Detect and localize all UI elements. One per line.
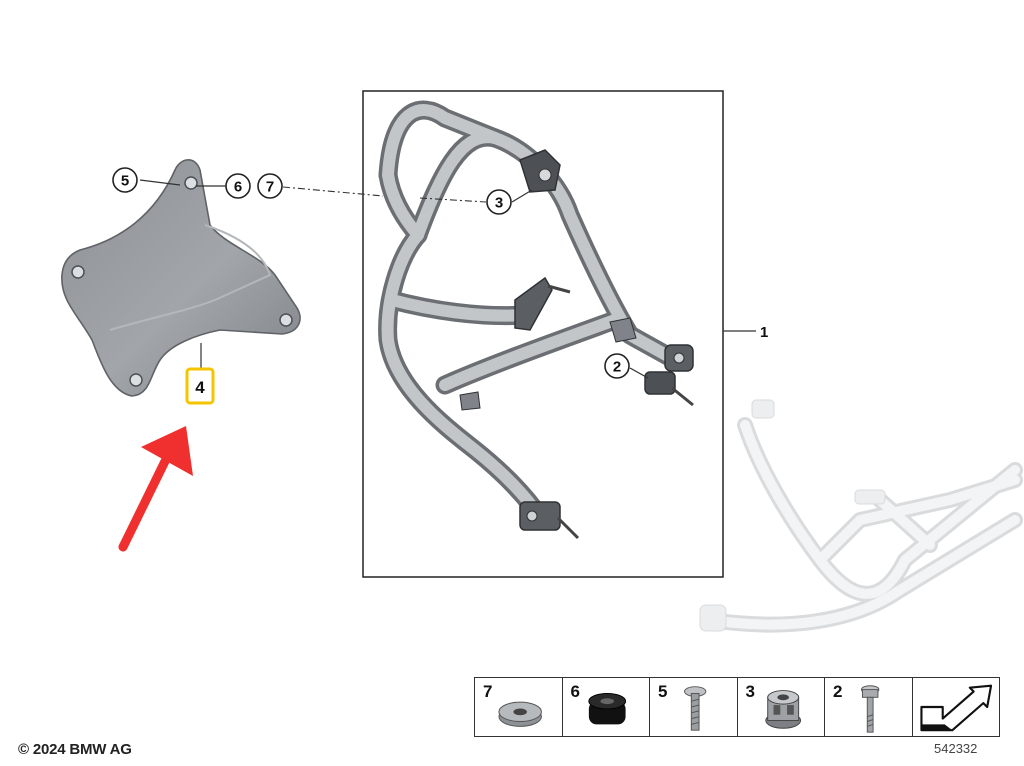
callout-7: 7: [257, 173, 283, 199]
spacer-nut-icon: [764, 690, 801, 729]
callout-6-label: 6: [234, 179, 242, 196]
callout-1-label: 1: [760, 324, 768, 341]
callout-7-leader: [282, 186, 384, 197]
callout-5: 5: [112, 167, 138, 193]
legend-item-spacer-nut: 3: [738, 678, 825, 736]
callout-5-label: 5: [121, 173, 129, 190]
callout-1: 1: [760, 324, 768, 341]
callout-2-leader: [629, 367, 649, 379]
callout-5-leader: [139, 179, 181, 186]
legend-item-rubber-grommet: 6: [563, 678, 650, 736]
crash-bar-illustration: [378, 100, 694, 540]
diagram-number: 542332: [934, 741, 978, 756]
assembly-frame-box: [362, 90, 724, 578]
callout-4-highlight: 4: [185, 367, 215, 405]
legend-item-washer: 7: [475, 678, 563, 736]
callout-4-label: 4: [195, 378, 205, 397]
highlight-box: [185, 367, 215, 405]
callout-2: 2: [604, 353, 630, 379]
legend-item-bolt: 2: [825, 678, 913, 736]
protector-plate-illustration: [61, 159, 301, 397]
red-pointer-arrow-icon: [118, 426, 193, 552]
washer-icon: [498, 701, 542, 727]
ghost-frame-illustration: [699, 399, 1023, 633]
callout-7-label: 7: [266, 179, 274, 196]
legend-number: 6: [570, 682, 580, 701]
bolt-icon: [861, 685, 880, 733]
copyright-text: © 2024 BMW AG: [18, 741, 132, 758]
callout-2-label: 2: [613, 359, 621, 376]
callout-3: 3: [486, 189, 512, 215]
arrow-icon: [919, 684, 992, 732]
callout-3-leader-b: [511, 189, 533, 203]
legend-number: 7: [483, 682, 493, 701]
legend-item-screw: 5: [650, 678, 738, 736]
rubber-grommet-icon: [587, 692, 626, 725]
legend-number: 5: [658, 682, 668, 701]
callout-3-leader-a: [419, 197, 487, 203]
legend-number: 2: [833, 682, 843, 701]
legend-number: 3: [745, 682, 755, 701]
callout-6: 6: [225, 173, 251, 199]
legend-direction-cell: [913, 678, 1000, 736]
screw-icon: [684, 686, 707, 731]
parts-legend: 7 6 5 3 2: [474, 677, 1000, 737]
callout-3-label: 3: [495, 195, 503, 212]
